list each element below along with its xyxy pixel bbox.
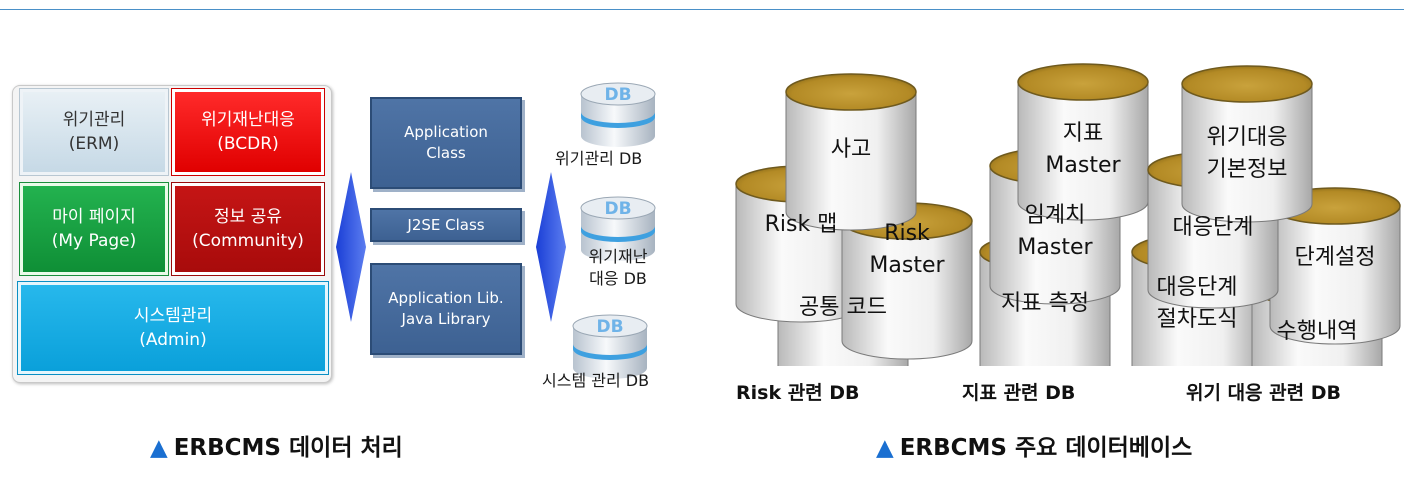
system-db-label: 시스템 관리 DB (542, 371, 650, 390)
index-measure-label: 지표 측정 (1001, 291, 1089, 316)
risk-db-group-label: Risk 관련 DB (736, 382, 860, 404)
db-icon-disaster: DB (580, 196, 656, 261)
crisis-db-label: 위기관리 DB (555, 149, 643, 168)
svg-text:DB: DB (604, 85, 631, 105)
right-caption: ▲ERBCMS 주요 데이터베이스 (876, 435, 1193, 461)
erm-module: 위기관리(ERM) (20, 89, 168, 175)
mypage-module: 마이 페이지(My Page) (20, 183, 168, 275)
stage-setting-label: 단계설정 (1294, 245, 1376, 270)
index-db-group-label: 지표 관련 DB (962, 382, 1076, 404)
common-code-label: 공통 코드 (799, 295, 887, 320)
history-label: 수행내역 (1276, 319, 1358, 344)
svg-text:DB: DB (596, 317, 623, 337)
double-arrow-right (536, 172, 566, 322)
bcdr-module: 위기재난대응(BCDR) (172, 89, 324, 175)
double-arrow-left (336, 172, 366, 322)
svg-text:DB: DB (604, 199, 631, 219)
db-icon-crisis: DB (580, 82, 656, 147)
admin-module: 시스템관리(Admin) (18, 282, 328, 374)
risk-map-label: Risk 맵 (764, 212, 838, 237)
db-icon-system: DB (572, 314, 648, 379)
left-caption: ▲ERBCMS 데이터 처리 (150, 435, 403, 461)
community-module: 정보 공유(Community) (172, 183, 324, 275)
top-divider-line (0, 9, 1404, 10)
j2se-class-box: J2SE Class (370, 208, 522, 242)
response-stage-label: 대응단계 (1172, 215, 1254, 240)
application-lib-box: Application Lib.Java Library (370, 263, 522, 355)
accident-label: 사고 (830, 137, 872, 162)
crisis-db-group-label: 위기 대응 관련 DB (1186, 382, 1341, 404)
